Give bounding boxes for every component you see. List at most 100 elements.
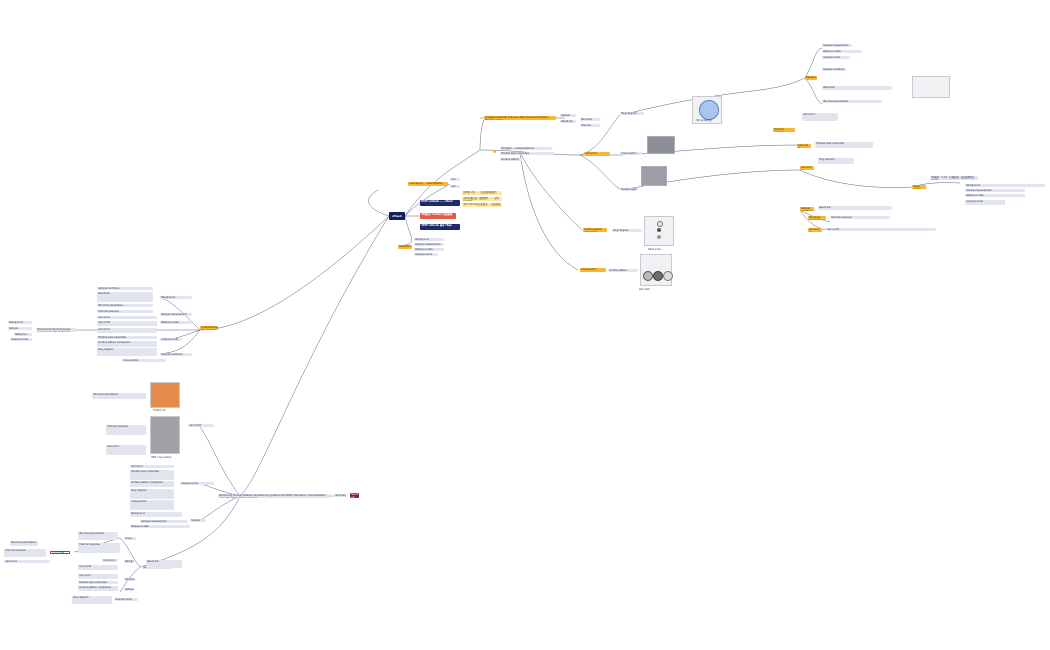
mid-left-child[interactable]: Cell unit A (450, 178, 460, 181)
far-right-hub-4[interactable]: Cell unit C (800, 166, 814, 170)
right-child[interactable]: Flexible layer properties (620, 188, 638, 191)
bottom-main[interactable]: Reinforcing through additive manufacturi… (218, 494, 330, 498)
far-right-leaf[interactable]: Ring diagram (818, 158, 854, 164)
far-right-leaf[interactable]: Flexible layer properties (815, 142, 873, 148)
summary-leaf[interactable]: Analysis mode (965, 200, 1005, 205)
bottom-mid[interactable]: Cell unit B (188, 424, 214, 427)
left-leaf[interactable]: Thermal response (97, 310, 153, 313)
far-right-leaf[interactable]: Analysis mode (822, 56, 850, 59)
left-leaf[interactable]: Ring diagram (97, 348, 157, 356)
bl-left[interactable]: Thermal response (4, 549, 46, 557)
far-right-leaf[interactable]: Cell unit B (826, 228, 936, 231)
bottom-leaf[interactable]: Sample measurement (140, 520, 188, 523)
right-hub[interactable]: Cell unit C (584, 152, 610, 156)
mid-right-child[interactable]: Surface pattern comparison (500, 158, 522, 161)
bl-right[interactable]: Result set (146, 560, 182, 568)
summary-leaf[interactable]: Reference data (965, 194, 1025, 197)
left-aux[interactable]: Analysis mode (10, 338, 32, 341)
bl-left[interactable]: Structure parameters (10, 541, 38, 546)
left-aux[interactable]: Reference data (14, 333, 32, 336)
far-right-leaf[interactable]: Cell unit A (802, 113, 838, 121)
sem-text[interactable]: Thermal response (106, 425, 146, 435)
bottom-tag-label[interactable]: Summary (334, 494, 346, 497)
bottom-leaf[interactable]: Surface pattern comparison (130, 481, 174, 487)
navy-tag[interactable]: 3DTE cathode 基本 3Dpp (420, 224, 460, 230)
top-child[interactable]: Result set (560, 120, 576, 123)
left-mid[interactable]: Sample measurement (160, 313, 192, 316)
top-child[interactable]: Thermal response (580, 124, 600, 127)
sem-text[interactable]: Cell unit A (106, 445, 146, 455)
far-right-hub-6[interactable]: Sample conditions (800, 207, 814, 211)
bl-mid[interactable]: Cross-section (124, 537, 136, 540)
bl-mid[interactable]: Analysis mode (114, 598, 138, 601)
bl-hub[interactable]: Cell unit B (50, 551, 70, 555)
bl-leaf[interactable]: Ring diagram (72, 596, 112, 604)
root-node[interactable]: dfasd (389, 212, 405, 220)
bottom-tag[interactable]: Result set (350, 493, 359, 498)
branch-top[interactable]: (Sample-Collected) Unknown data (Schnell… (484, 116, 556, 120)
bottom-mid[interactable]: Sample conditions (190, 519, 206, 522)
dark-tag[interactable]: DSTE cathode ⋯⋯ dfasd (420, 200, 460, 206)
summary-leaf[interactable]: Background (965, 184, 1045, 187)
bottom-leaf[interactable]: Ring diagram (130, 489, 174, 499)
far-right-leaf[interactable]: Reference data (822, 50, 862, 53)
left-leaf[interactable]: Result set (97, 292, 153, 302)
left-leaf[interactable]: Sample conditions (97, 287, 153, 290)
mid-left-child[interactable]: Cell unit B (450, 185, 460, 188)
left-mid[interactable]: Analysis mode (160, 338, 182, 341)
bl-leaf[interactable]: Cell unit B (78, 565, 118, 570)
collect-child[interactable]: Background (414, 238, 444, 241)
left-mid[interactable]: Reference data (160, 321, 192, 324)
far-right-hub-8[interactable]: Cell unit A (808, 228, 822, 232)
branch-mid-right[interactable]: 2D Rapid ⋯ sample features (500, 147, 552, 150)
left-leaf[interactable]: Surface pattern comparison (97, 341, 157, 347)
beads-branch[interactable]: Surface pattern comparison (583, 228, 607, 232)
collect-child[interactable]: Reference data (414, 248, 444, 251)
left-leaf[interactable]: Cross-section (122, 359, 166, 362)
bl-mid[interactable]: Background (124, 560, 134, 563)
bl-leaf[interactable]: Structure parameters (78, 532, 118, 540)
far-right-leaf[interactable]: Structure parameters (822, 100, 882, 103)
fold-text[interactable]: Structure parameters (92, 393, 146, 399)
bl-leaf[interactable]: Thermal response (78, 543, 120, 553)
right-child[interactable]: Ring diagram (620, 112, 644, 115)
far-right-hub-2[interactable]: Thermal response (773, 128, 795, 132)
left-leaf[interactable]: Cell unit A (97, 316, 157, 319)
bottom-leaf[interactable]: Reference data (130, 525, 190, 528)
right-child[interactable]: Cross-section (620, 152, 642, 155)
far-right-hub-3[interactable]: Cell unit B (797, 144, 811, 148)
summary-leaf[interactable]: Sample measurement (965, 189, 1025, 192)
left-hub[interactable]: Understanding the structure (200, 326, 218, 330)
beads-label[interactable]: Ring diagram (612, 229, 642, 232)
left-mid[interactable]: Sample conditions (160, 353, 192, 356)
far-right-leaf[interactable]: Result set (822, 86, 892, 90)
far-right-leaf[interactable]: Thermal response (830, 216, 890, 219)
petri-label[interactable]: Surface pattern comparison (608, 269, 638, 272)
branch-mid-left[interactable]: Low hearing ⋯ Specialization (408, 182, 448, 186)
left-leaf[interactable]: Structure parameters (97, 304, 153, 307)
bottom-leaf[interactable]: Cross-section (130, 500, 174, 510)
far-right-hub-5[interactable]: Cross-section (912, 185, 926, 189)
petri-branch[interactable]: Cross-section (580, 268, 606, 272)
bl-leaf[interactable]: Cell unit A (102, 559, 118, 562)
far-right-hub-7[interactable]: Structure parameters (808, 216, 826, 220)
summary-node[interactable]: 3D構造 · 3-3-5 · 比較結果 · 在此處附錄分析研究 (930, 176, 978, 180)
far-right-leaf[interactable]: Sample conditions (822, 68, 846, 71)
left-leaf[interactable]: Cell unit B (97, 321, 157, 326)
bl-leaf[interactable]: Flexible layer properties (78, 581, 118, 584)
left-aux[interactable]: Background (8, 321, 32, 324)
bl-mid[interactable]: Sample measurement (124, 578, 136, 581)
far-right-hub-1[interactable]: Background (805, 76, 817, 80)
bottom-leaf[interactable]: Flexible layer properties (130, 470, 174, 480)
far-right-leaf[interactable]: Result set (818, 206, 892, 210)
left-main[interactable]: Hierarchical structure design and analys… (36, 328, 76, 332)
bottom-leaf[interactable]: Background (130, 512, 182, 517)
top-child[interactable]: Structure parameters (580, 118, 600, 121)
left-aux[interactable]: Sample measurement (8, 327, 32, 330)
left-leaf[interactable]: Flexible layer properties (97, 336, 157, 339)
bottom-leaf[interactable]: Cell unit C (130, 465, 174, 468)
mid-right-child[interactable]: Flexible layer properties (500, 152, 554, 155)
bl-leaf[interactable]: Surface pattern comparison (78, 586, 118, 591)
bl-leaf[interactable]: Cell unit C (78, 574, 118, 579)
left-leaf[interactable]: Cell unit C (97, 328, 157, 333)
